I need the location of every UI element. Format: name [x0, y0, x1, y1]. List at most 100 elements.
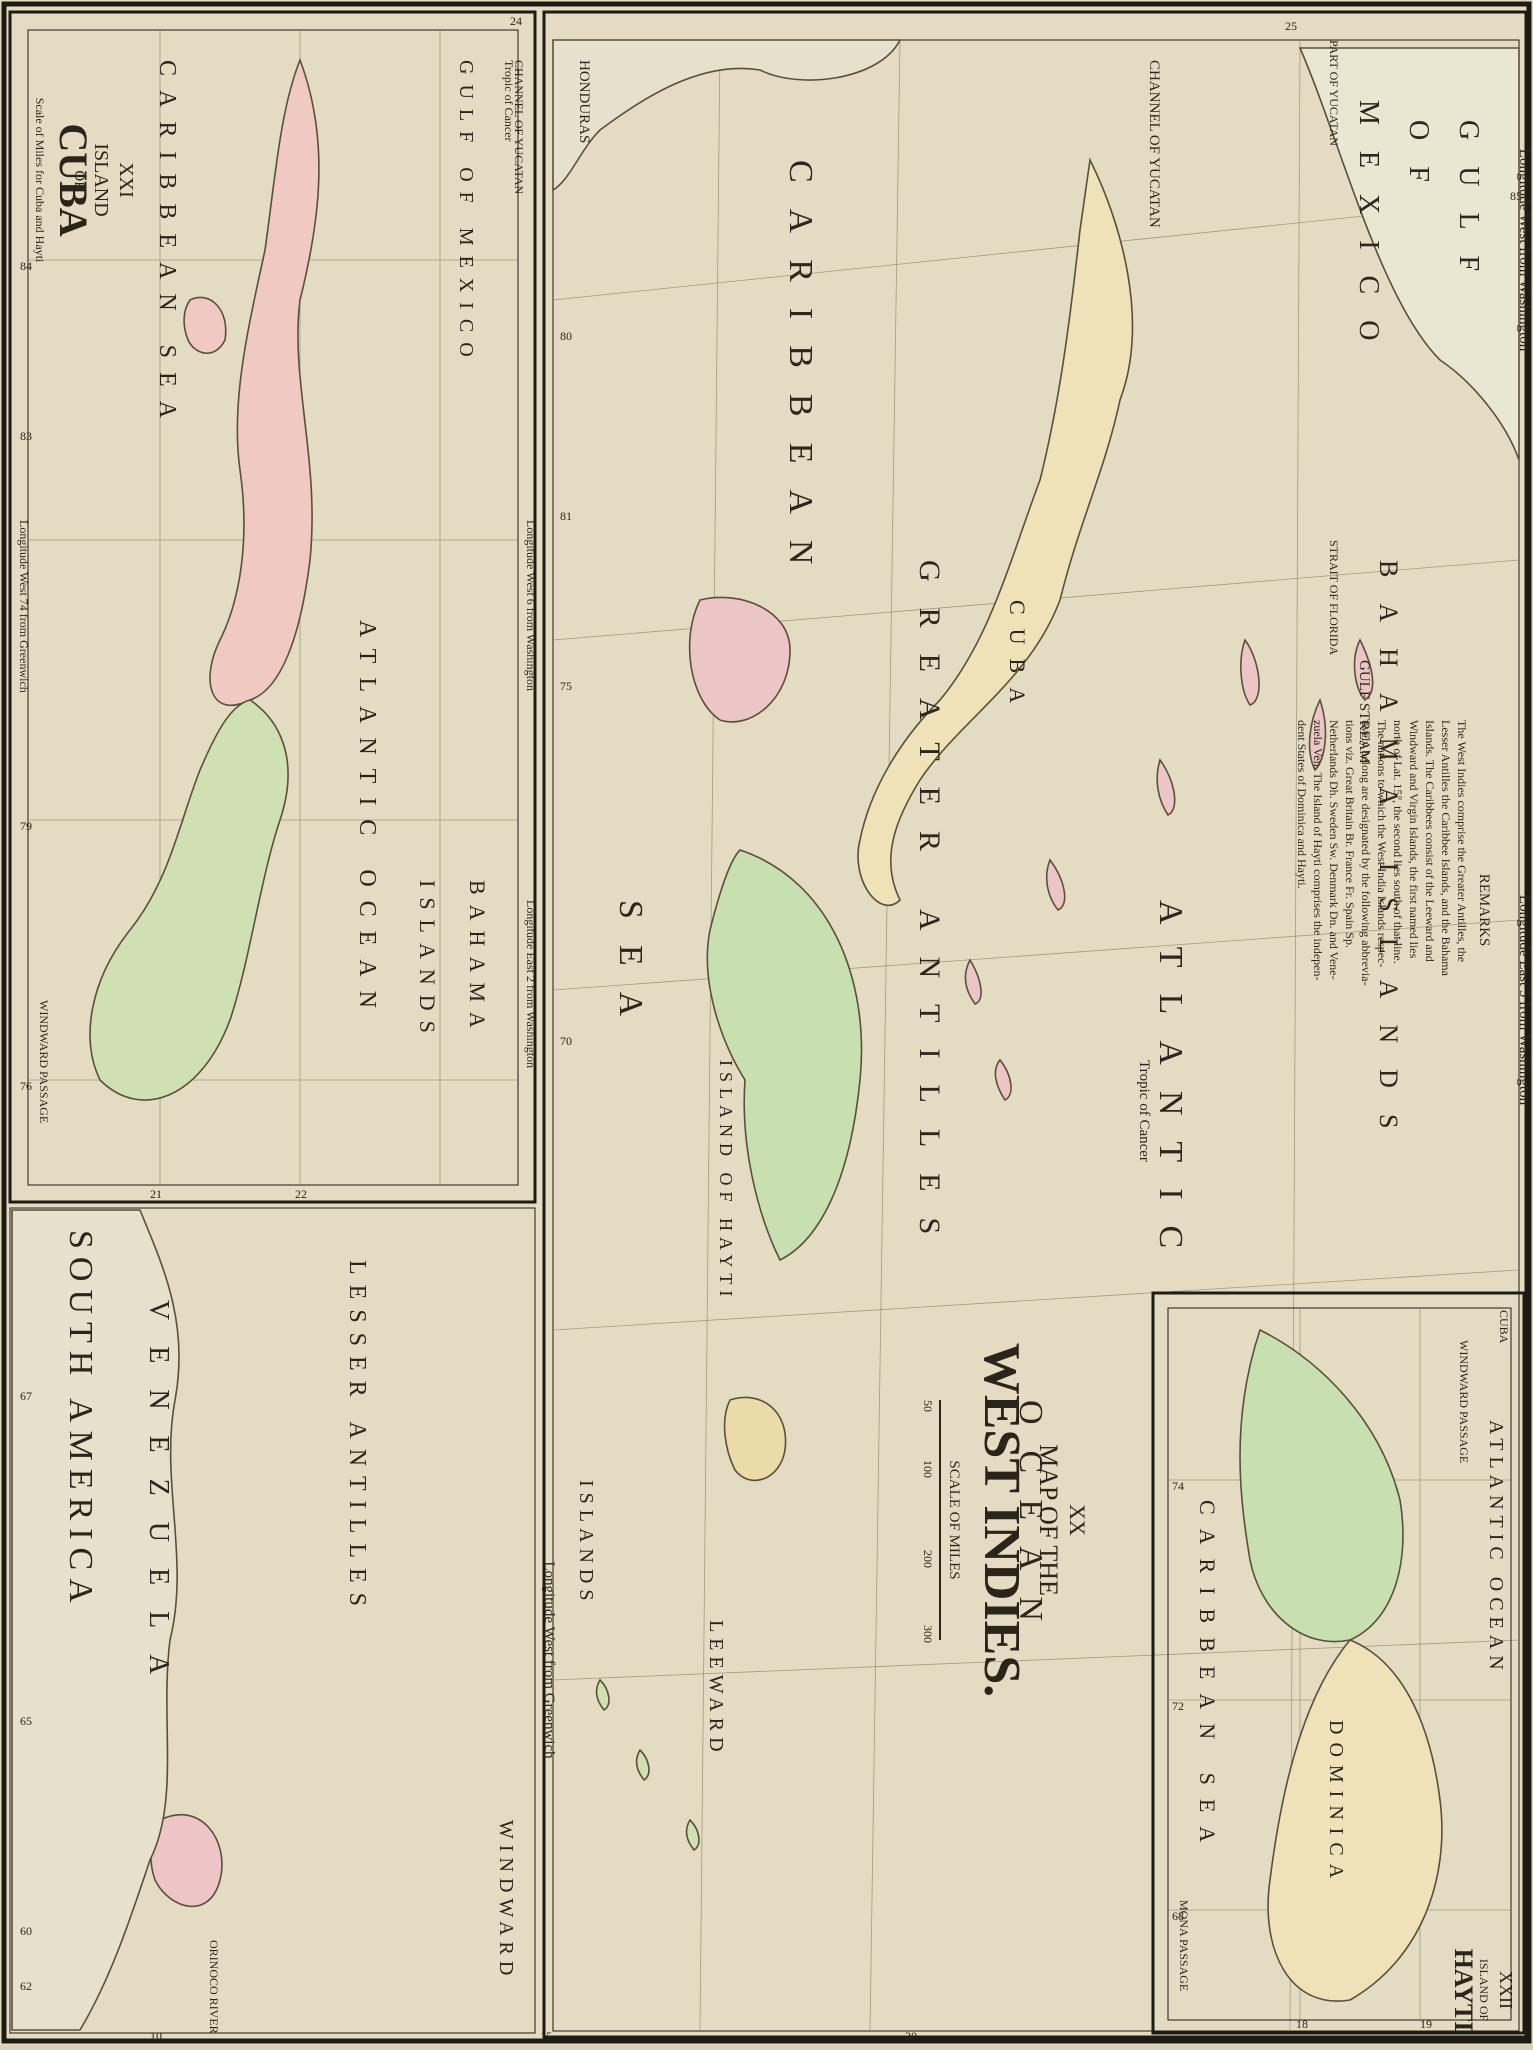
degree-label: 76: [20, 1079, 32, 1093]
degree-label: 68: [1172, 1909, 1184, 1923]
label-gulf-stream: GULF STREAM: [1356, 660, 1372, 764]
label-strait-of-florida: STRAIT OF FLORIDA: [1327, 540, 1341, 655]
cuba-inset-bahama: BAHAMA: [465, 880, 490, 1038]
remarks-title: REMARKS: [1476, 874, 1492, 947]
degree-label: 19: [1420, 2017, 1432, 2031]
degree-label: 22: [295, 1187, 307, 1201]
label-windward: WINDWARD: [495, 1820, 517, 1981]
hayti-inset-mona-passage: MONA PASSAGE: [1177, 1900, 1191, 1991]
hayti-inset-cuba: CUBA: [1497, 1310, 1511, 1344]
cuba-inset-west-land: [209, 57, 320, 707]
degree-label: 21: [150, 1187, 162, 1201]
florida-land: [1298, 47, 1520, 461]
cuba-inset-frame: [8, 10, 537, 1204]
label-lesser-antilles: LESSER ANTILLES: [344, 1260, 370, 1616]
scale-title: SCALE OF MILES: [946, 1460, 962, 1579]
cuba-inset-atlantic: ATLANTIC OCEAN: [354, 620, 380, 1022]
cuba-inset-windward-passage: WINDWARD PASSAGE: [37, 1000, 51, 1123]
remarks-line-6: tively belong are designated by the foll…: [1359, 720, 1373, 986]
south-america-land: [11, 1209, 180, 2031]
label-orinoco-river: ORINOCO RIVER: [207, 1940, 221, 2034]
lower-left-panel: [9, 1207, 536, 2034]
puerto-rico-land: [723, 1396, 787, 1482]
degree-label: 24: [510, 14, 522, 28]
scale-tick-200: 200: [921, 1550, 935, 1568]
remarks-line-0: The West Indies comprise the Greater Ant…: [1455, 720, 1469, 962]
main-map-neatline: [552, 39, 1520, 2032]
degree-label: 81: [560, 509, 572, 523]
label-islands: ISLANDS: [575, 1480, 597, 1606]
cuba-inset-island: ISLAND: [90, 143, 112, 216]
degree-label: 10: [150, 2029, 162, 2043]
cuba-inset-tropic: Tropic of Cancer: [502, 60, 516, 142]
degree-label: 60: [20, 1924, 32, 1938]
scale-tick-300: 300: [921, 1625, 935, 1643]
label-honduras: HONDURAS: [576, 60, 592, 143]
degree-label: 72: [1172, 1699, 1184, 1713]
label-cuba-main: CUBA: [1005, 600, 1030, 717]
degree-label: 80: [560, 329, 572, 343]
yucatan-land: [552, 39, 902, 192]
degree-label: 74: [1172, 1479, 1184, 1493]
remarks-line-2: Islands. The Caribbees consist of the Le…: [1423, 720, 1437, 962]
cuba-inset-channel: CHANNEL OF YUCATAN: [512, 60, 526, 194]
top-longitude-left-label: Longitude West from Washington: [1516, 149, 1532, 352]
cuba-inset-scale: Scale of Miles for Cuba and Hayti: [33, 98, 47, 263]
degree-label: 84: [20, 259, 32, 273]
label-ocean: OCEAN: [1012, 1400, 1049, 1647]
degree-label: 18: [1296, 2017, 1308, 2031]
cuba-inset-east-land: [89, 699, 289, 1101]
degree-label: 65: [20, 1714, 32, 1728]
degree-label: 70: [560, 1034, 572, 1048]
hayti-inset-dominica: DOMINICA: [1325, 1720, 1347, 1886]
jamaica-land: [688, 596, 791, 723]
cuba-inset-longitude-top: Longitude West 6 from Washington: [524, 520, 538, 691]
degree-label: 79: [20, 819, 32, 833]
label-tropic-of-cancer: Tropic of Cancer: [1136, 1060, 1152, 1162]
isle-of-pines-land: [183, 296, 227, 354]
degree-label: 67: [20, 1389, 32, 1403]
bottom-longitude-label: Longitude West from Greenwich: [541, 1561, 557, 1759]
label-caribbean: CARIBBEAN: [782, 160, 819, 590]
cuba-inset-longitude-east: Longitude East 2 from Washington: [524, 900, 538, 1068]
remarks-line-5: The nations to which the West India Isla…: [1375, 720, 1389, 967]
label-south-america: SOUTH AMERICA: [62, 1230, 99, 1611]
degree-label: 62: [20, 1979, 32, 1993]
hayti-inset-atlantic: ATLANTIC OCEAN: [1485, 1420, 1507, 1676]
remarks-line-8: Netherlands Dh. Sweden Sw. Denmark Dn. a…: [1327, 720, 1341, 980]
cuba-inset-caribbean: CARIBBEAN SEA: [154, 60, 180, 432]
hispaniola-land: [706, 849, 863, 1262]
cuba-inset-gulf: GULF OF MEXICO: [455, 60, 477, 367]
degree-label: 20: [905, 2029, 917, 2043]
degree-label: 15: [540, 2029, 552, 2043]
cuba-inset-name: CUBA: [51, 123, 96, 236]
remarks-line-3: Windward and Virgin Islands, the first n…: [1407, 720, 1421, 959]
hayti-inset-name: HAYTI: [1449, 1949, 1478, 2032]
remarks-line-4: north of Lat. 15°, the second lies south…: [1391, 720, 1405, 964]
scale-tick-50: 50: [921, 1400, 935, 1412]
hayti-inset-west-land: [1239, 1328, 1404, 1643]
label-channel-of-yucatan: CHANNEL OF YUCATAN: [1146, 60, 1162, 228]
cuba-inset-islands: ISLANDS: [415, 880, 440, 1043]
hayti-inset-island-of: ISLAND OF: [1477, 1959, 1491, 2022]
degree-label: 83: [20, 429, 32, 443]
remarks-block: REMARKS The West Indies comprise the Gre…: [1295, 720, 1492, 986]
label-greater-antilles: GREATER ANTILLES: [913, 560, 946, 1260]
hayti-inset-east-land: [1267, 1639, 1443, 2002]
label-gulf: GULF: [1453, 120, 1484, 297]
label-of: OF: [1403, 120, 1434, 208]
hayti-inset-frame: [1151, 1291, 1526, 2035]
scale-tick-100: 100: [921, 1460, 935, 1478]
label-sea: SEA: [612, 900, 649, 1042]
lesser-antilles-islands: [595, 1678, 700, 1852]
map-title: MAP OF THE: [1034, 1444, 1063, 1596]
hayti-inset-caribbean: CARIBBEAN SEA: [1195, 1500, 1220, 1856]
top-longitude-label: Longitude East 5 from Washington: [1516, 895, 1532, 1106]
degree-label: 75: [560, 679, 572, 693]
remarks-line-9: zuela Ven. The Island of Hayti comprises…: [1311, 720, 1325, 980]
hayti-inset-neatline: [1167, 1307, 1512, 2021]
cuba-inset-of: OF: [71, 170, 87, 189]
